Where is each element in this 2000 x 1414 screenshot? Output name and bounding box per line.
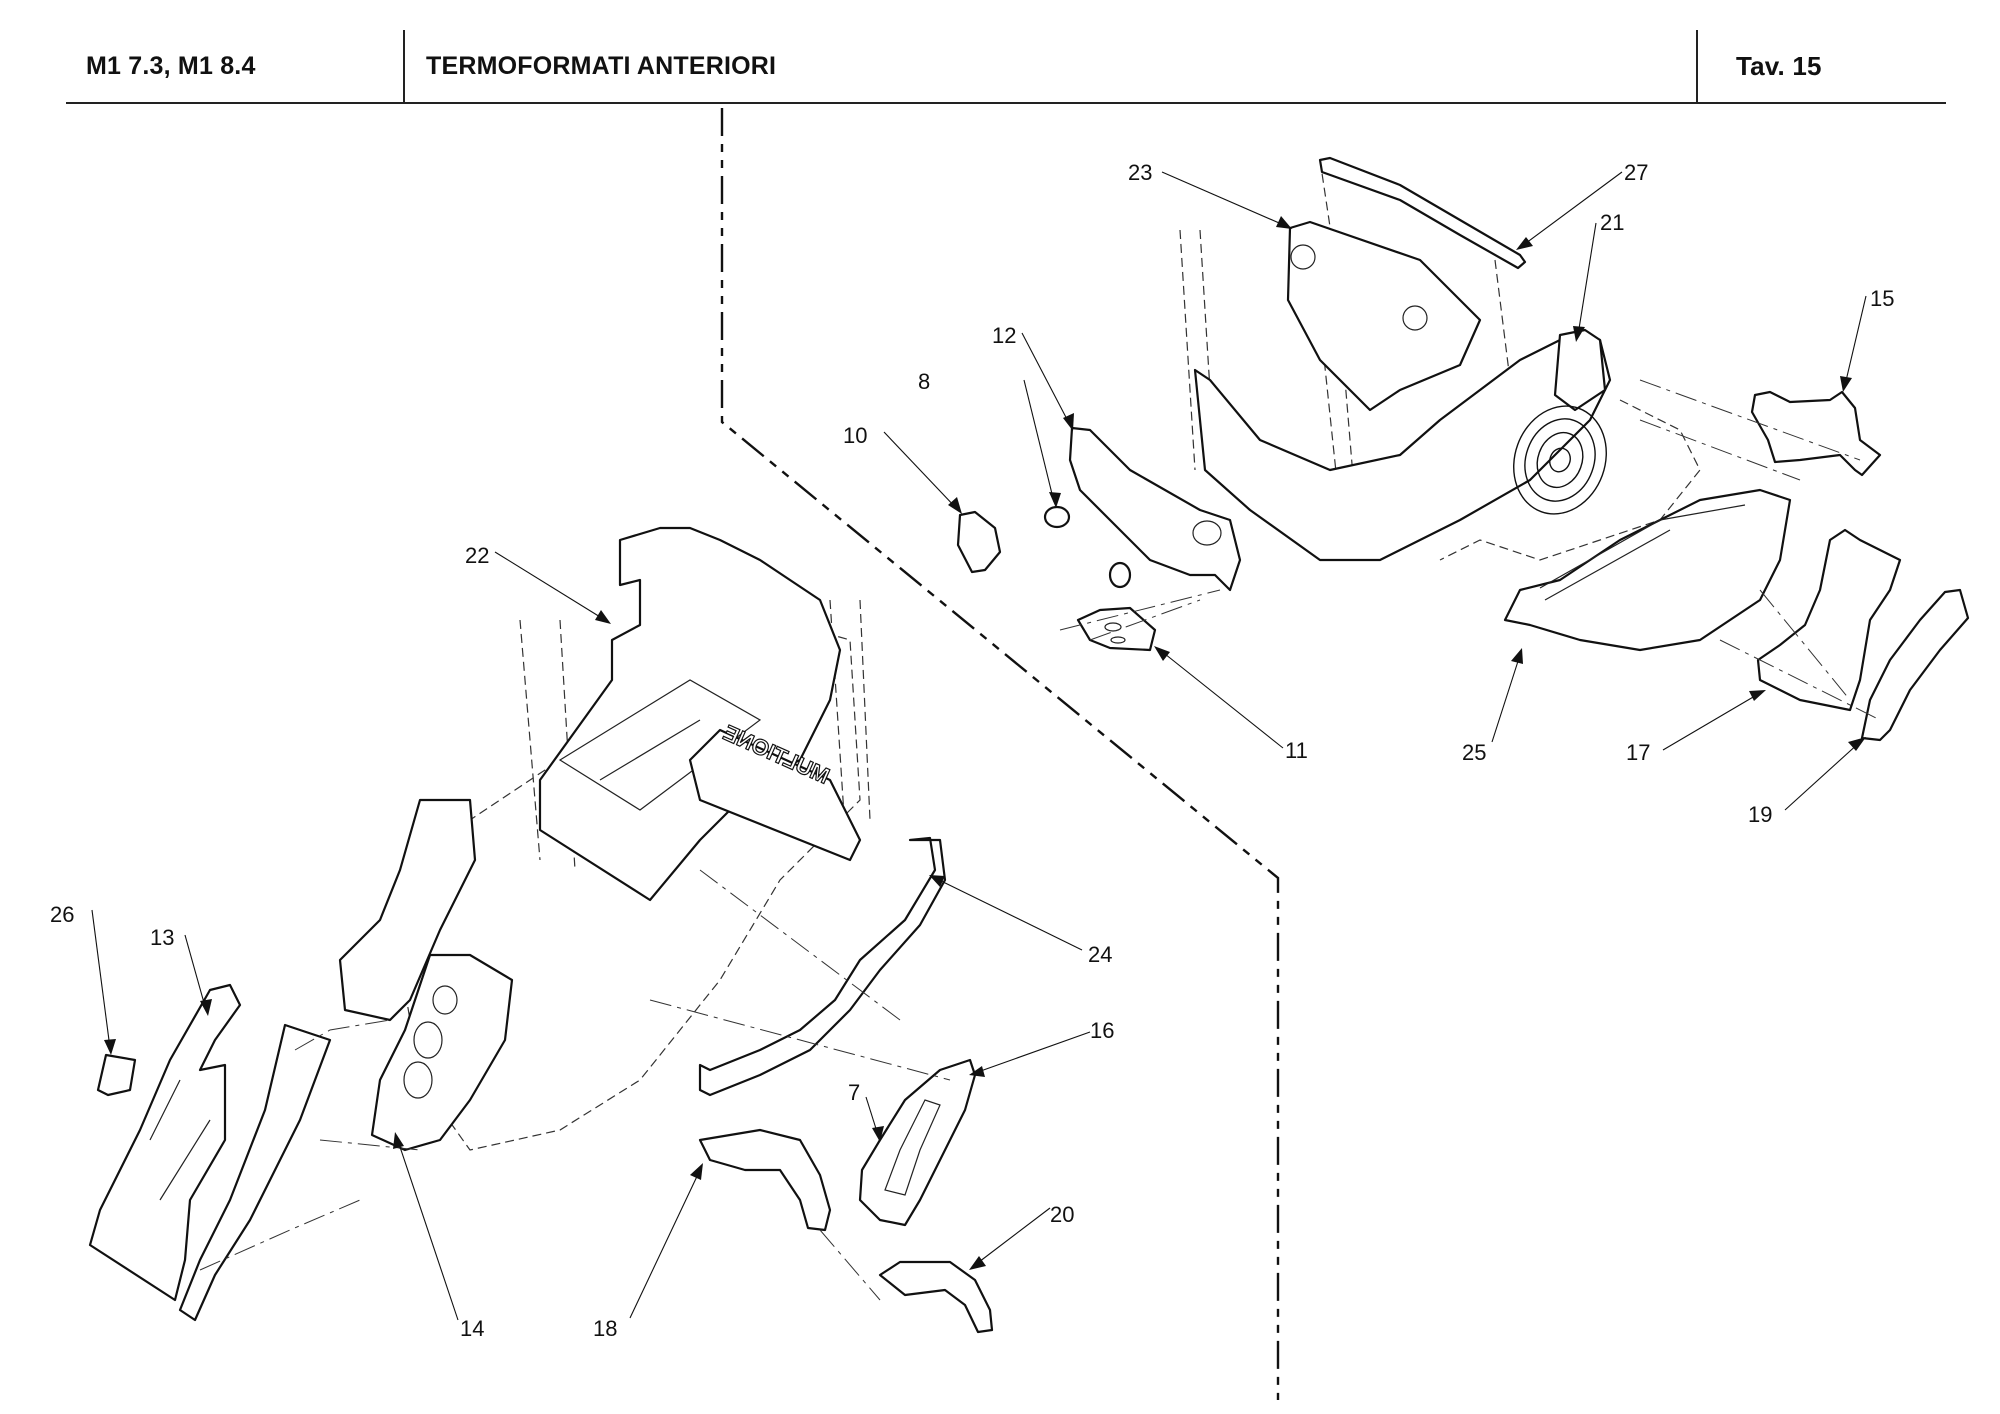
svg-text:25: 25 — [1462, 740, 1486, 765]
table-number: Tav. 15 — [1736, 50, 1822, 81]
part-16-vent-panel — [858, 1058, 977, 1227]
part-24-sill-trim — [698, 836, 947, 1097]
callout-27[interactable]: 27 — [1516, 160, 1648, 250]
callout-14[interactable]: 14 — [393, 1132, 484, 1341]
svg-text:17: 17 — [1626, 740, 1650, 765]
svg-text:13: 13 — [150, 925, 174, 950]
callout-12[interactable]: 12 — [992, 323, 1074, 431]
callout-13[interactable]: 13 — [150, 925, 212, 1016]
svg-text:21: 21 — [1600, 210, 1624, 235]
part-12-lower-panel — [1068, 426, 1242, 592]
svg-text:23: 23 — [1128, 160, 1152, 185]
part-22-detail — [558, 679, 762, 811]
assembly-line — [1059, 379, 1881, 721]
part-14-side-bracket — [370, 953, 514, 1152]
left-assembly: MULTIONE — [88, 526, 994, 1334]
bracket-hole — [432, 985, 458, 1015]
part-22-front-panel — [688, 728, 862, 862]
part-25-front-hood — [1503, 488, 1792, 652]
hood-grille — [1539, 504, 1746, 601]
assembly-line — [199, 869, 951, 1301]
svg-text:10: 10 — [843, 423, 867, 448]
title-block: M1 7.3, M1 8.4 TERMOFORMATI ANTERIORI Ta… — [66, 30, 1946, 104]
radiator-fan — [1513, 405, 1607, 515]
part-27-wiper-seal — [1318, 156, 1527, 270]
left-side-console — [338, 798, 477, 1022]
grommet — [1108, 561, 1132, 589]
pillar-ghost — [1179, 159, 1511, 511]
part-17-side-panel — [1756, 528, 1902, 712]
svg-text:22: 22 — [465, 543, 489, 568]
vent-grille — [884, 1099, 941, 1196]
svg-text:24: 24 — [1088, 942, 1112, 967]
svg-text:27: 27 — [1624, 160, 1648, 185]
callout-26[interactable]: 26 — [50, 902, 116, 1055]
part-11-lower-bracket — [1076, 606, 1157, 652]
callout-15[interactable]: 15 — [1840, 286, 1894, 392]
section-divider — [720, 108, 1280, 1400]
svg-text:26: 26 — [50, 902, 74, 927]
bracket-hole — [1104, 622, 1122, 632]
part-22-dashboard-housing — [538, 526, 842, 902]
callout-10[interactable]: 10 — [843, 423, 962, 514]
callout-18[interactable]: 18 — [593, 1163, 703, 1341]
callout-24[interactable]: 24 — [929, 875, 1112, 967]
bracket-hole — [403, 1061, 433, 1099]
drawing-title: TERMOFORMATI ANTERIORI — [426, 51, 777, 80]
callout-23[interactable]: 23 — [1128, 160, 1292, 229]
callouts: 7 8 10 11 12 13 14 — [50, 160, 1894, 1341]
part-13-tunnel-cover — [178, 1023, 332, 1322]
callout-17[interactable]: 17 — [1626, 690, 1766, 765]
part-13-floor-mat — [88, 983, 242, 1302]
svg-text:11: 11 — [1285, 738, 1308, 763]
pillar-ghost — [519, 599, 871, 871]
header-separator — [1696, 30, 1698, 102]
bracket-hole — [1110, 636, 1126, 644]
svg-text:18: 18 — [593, 1316, 617, 1341]
gauge-opening — [1290, 244, 1316, 270]
right-assembly — [956, 156, 1970, 742]
callout-20[interactable]: 20 — [969, 1202, 1074, 1270]
svg-text:20: 20 — [1050, 1202, 1074, 1227]
part-10-clip — [956, 510, 1002, 574]
callout-16[interactable]: 16 — [969, 1018, 1114, 1077]
part-19-side-trim — [1860, 588, 1970, 742]
callout-21[interactable]: 21 — [1573, 210, 1624, 342]
part-15-air-duct — [1750, 390, 1882, 477]
svg-text:16: 16 — [1090, 1018, 1114, 1043]
svg-text:14: 14 — [460, 1316, 484, 1341]
callout-19[interactable]: 19 — [1748, 737, 1866, 827]
callout-7[interactable]: 7 — [848, 1080, 884, 1142]
callout-8[interactable]: 8 — [918, 369, 1061, 508]
part-23-instrument-panel — [1286, 220, 1482, 412]
svg-text:19: 19 — [1748, 802, 1772, 827]
part-20-step-trim — [878, 1260, 994, 1334]
part-26-cover-plate — [96, 1053, 137, 1097]
part-21-cowl-bracket — [1553, 328, 1607, 412]
callout-11[interactable]: 11 — [1154, 646, 1308, 763]
svg-text:12: 12 — [992, 323, 1016, 348]
gauge-opening — [1402, 305, 1428, 331]
callout-25[interactable]: 25 — [1462, 648, 1523, 765]
front-frame — [1193, 328, 1612, 562]
callout-22[interactable]: 22 — [465, 543, 611, 624]
model-designation: M1 7.3, M1 8.4 — [86, 51, 256, 80]
header-separator — [403, 30, 405, 102]
svg-text:8: 8 — [918, 369, 930, 394]
part-18-step-bracket — [698, 1128, 832, 1232]
panel-hole — [1192, 520, 1222, 546]
svg-text:7: 7 — [848, 1080, 860, 1105]
svg-text:15: 15 — [1870, 286, 1894, 311]
mat-detail — [149, 1079, 211, 1201]
part-8-grommet — [1043, 505, 1071, 529]
bracket-hole — [413, 1021, 443, 1059]
